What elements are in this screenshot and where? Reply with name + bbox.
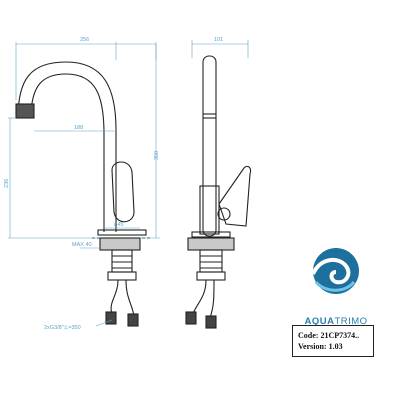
brand-name-part1: AQUA [304, 316, 335, 327]
product-code: Code: 21CP7374.. [298, 331, 360, 340]
product-info-box: Code: 21CP7374.. Version: 1.03 [292, 325, 374, 357]
side-view [185, 55, 252, 329]
dim-height-spout: 236 [4, 179, 10, 188]
dim-height-total: 350 [154, 151, 160, 160]
front-view [15, 61, 152, 327]
dim-base-diameter: ø45 [114, 222, 123, 228]
wave-icon [311, 248, 359, 294]
product-version: Version: 1.03 [298, 342, 343, 351]
brand-logo: AQUATRIMO [296, 316, 376, 327]
dim-max-thickness: MAX 40 [72, 242, 92, 248]
dim-reach: 188 [74, 125, 83, 131]
dim-hoses: 2xG3/8";L=350 [44, 325, 81, 331]
dim-width-total: 256 [80, 37, 89, 43]
brand-name-part2: TRIMO [334, 316, 368, 327]
dim-side-width: 101 [214, 37, 223, 43]
